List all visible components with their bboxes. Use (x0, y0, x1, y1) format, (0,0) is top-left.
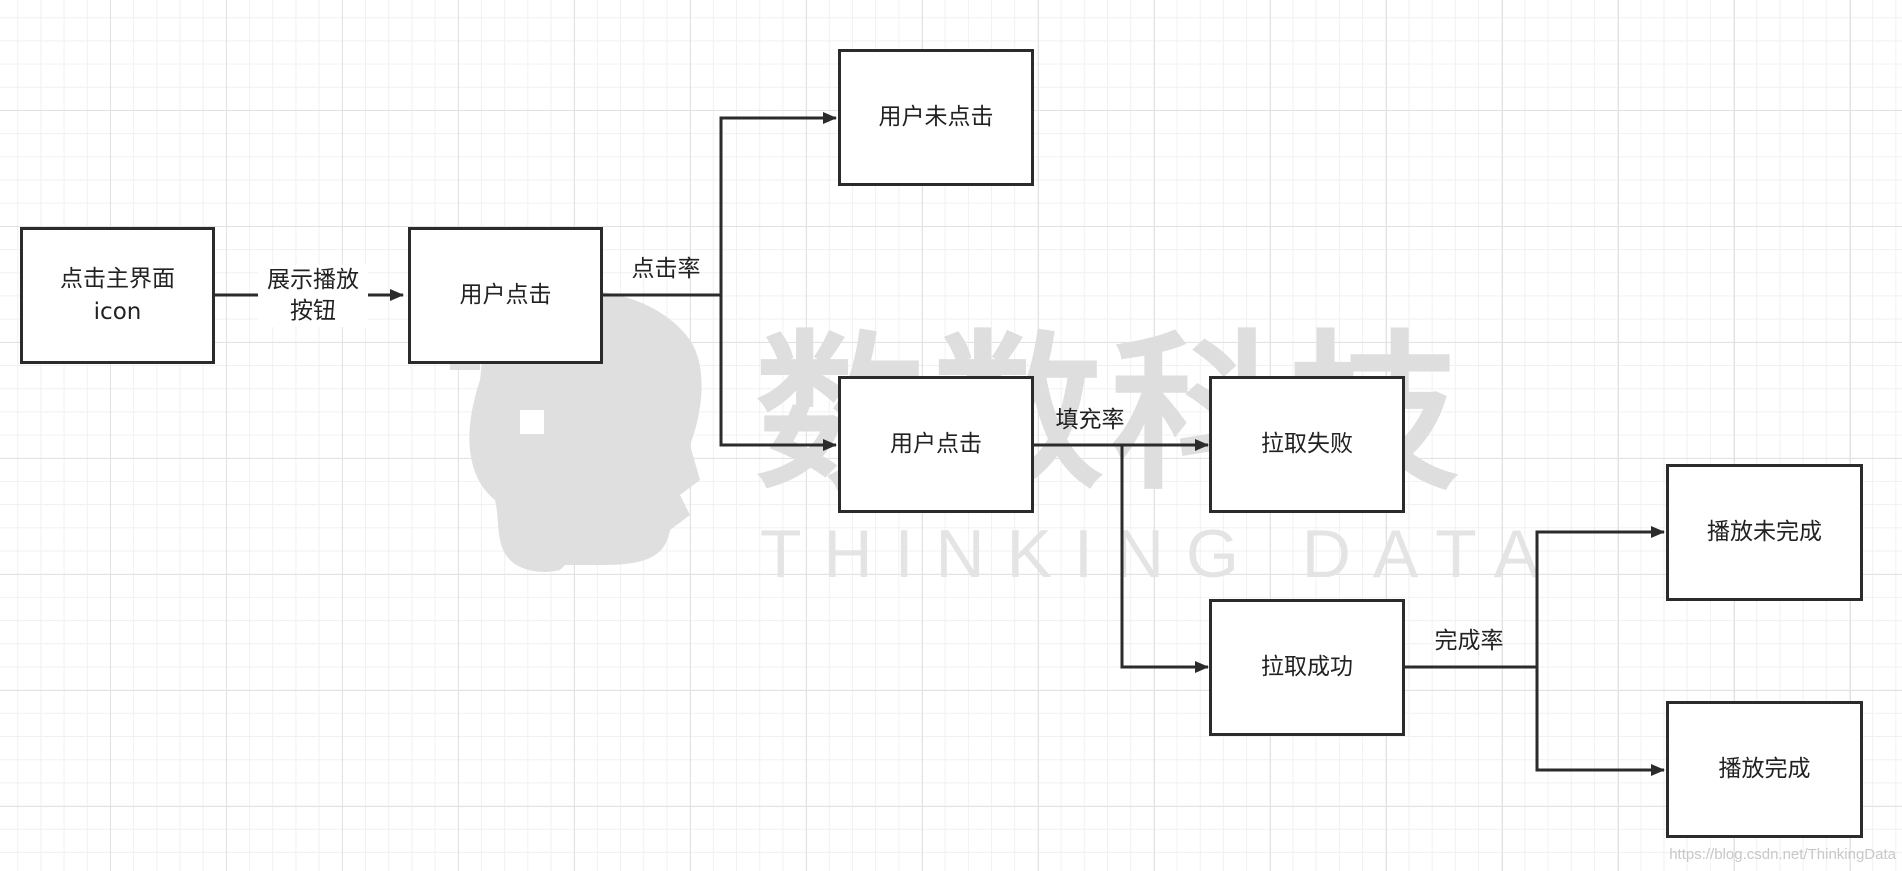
edge-to-not-clicked (719, 112, 837, 295)
edge-to-play-complete (1535, 667, 1665, 776)
node-pull-success-label: 拉取成功 (1261, 654, 1353, 681)
node-click1[interactable]: 用户点击 (408, 227, 603, 364)
edge-label-click-rate: 点击率 (631, 256, 701, 282)
node-play-complete-label: 播放完成 (1718, 756, 1811, 783)
node-play-complete[interactable]: 播放完成 (1666, 701, 1863, 838)
node-click2[interactable]: 用户点击 (838, 376, 1034, 513)
edge-label-show-play-button: 展示播放 按钮 (258, 265, 368, 328)
node-pull-success[interactable]: 拉取成功 (1209, 599, 1405, 736)
node-play-incomplete[interactable]: 播放未完成 (1666, 464, 1863, 601)
edge-to-click2 (719, 295, 837, 451)
source-url: https://blog.csdn.net/ThinkingData (1669, 846, 1896, 863)
node-start-label: 点击主界面 icon (60, 266, 175, 325)
node-pull-fail[interactable]: 拉取失败 (1209, 376, 1405, 513)
edge-to-pull-success (1120, 445, 1209, 673)
node-click1-label: 用户点击 (459, 282, 552, 309)
node-pull-fail-label: 拉取失败 (1261, 431, 1353, 458)
node-play-incomplete-label: 播放未完成 (1707, 519, 1822, 546)
node-start[interactable]: 点击主界面 icon (20, 227, 215, 364)
edge-label-completion-rate: 完成率 (1434, 628, 1504, 654)
node-not-clicked[interactable]: 用户未点击 (838, 49, 1034, 186)
node-click2-label: 用户点击 (890, 431, 982, 458)
edge-to-play-incomplete (1535, 526, 1665, 667)
node-not-clicked-label: 用户未点击 (878, 104, 994, 131)
edge-label-fill-rate: 填充率 (1055, 407, 1125, 433)
